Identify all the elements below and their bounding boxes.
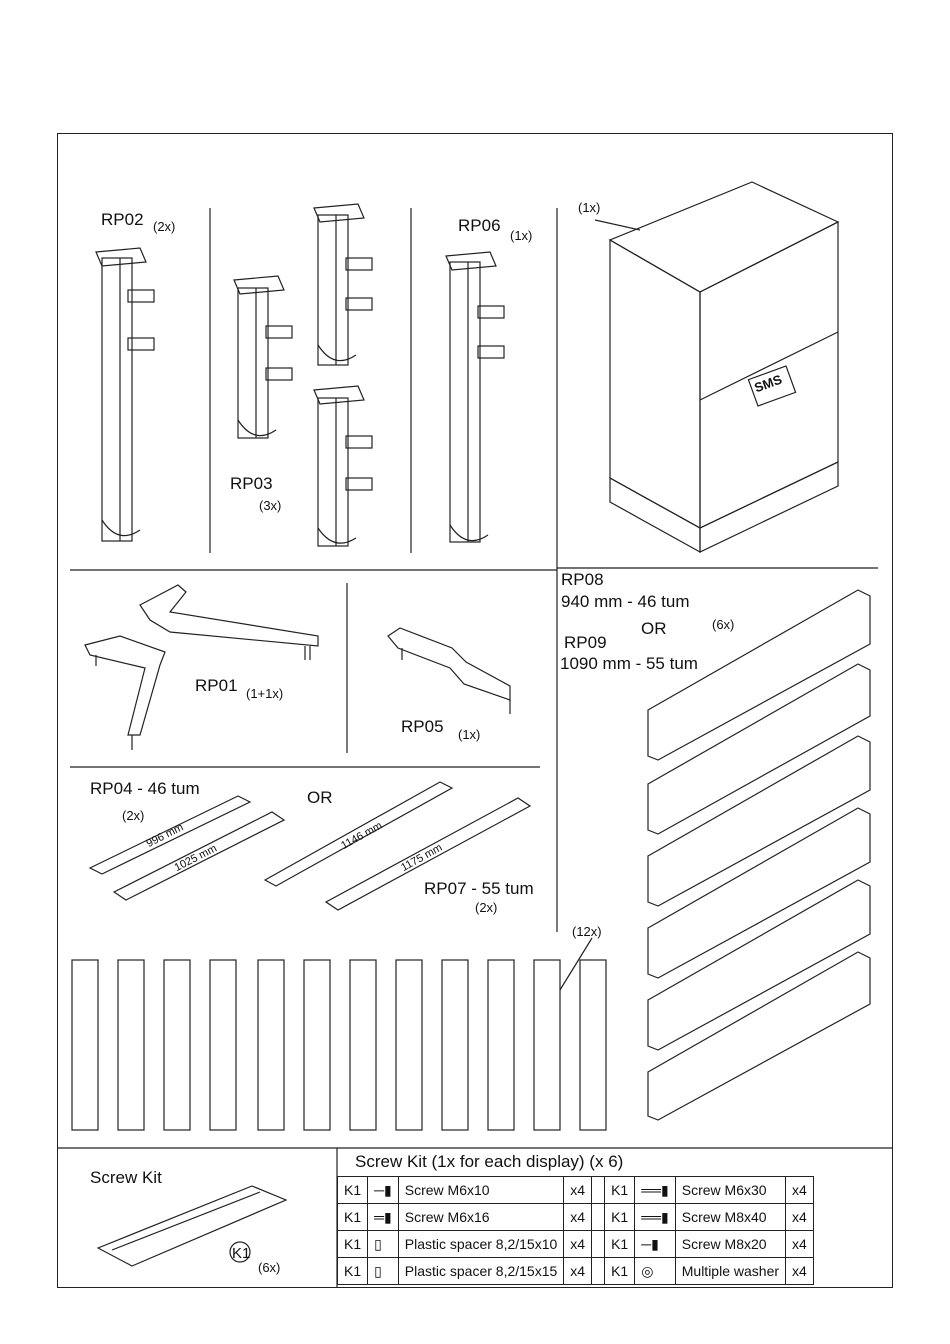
rp01-qty: (1+1x) (246, 686, 284, 701)
kit-item-qty: x4 (785, 1230, 814, 1258)
rp02-qty: (2x) (153, 219, 176, 234)
kit-row: K1 ═▮ Screw M6x16 x4 K1 ══▮ Screw M8x40 … (336, 1203, 814, 1231)
kit-row: K1 ▯ Plastic spacer 8,2/15x10 x4 K1 ─▮ S… (336, 1230, 814, 1258)
rp03-column (313, 385, 373, 547)
screw-short-icon: ─▮ (367, 1176, 399, 1204)
screw-long-icon: ══▮ (634, 1176, 676, 1204)
kit-code: K1 (604, 1230, 636, 1258)
kit-table: K1 ─▮ Screw M6x10 x4 K1 ══▮ Screw M6x30 … (336, 1176, 814, 1285)
kit-item-qty: x4 (563, 1230, 593, 1258)
screw-kit-label: Screw Kit (90, 1168, 162, 1187)
rp02-column (95, 247, 155, 542)
kit-code: K1 (336, 1176, 369, 1204)
kit-item-name: Screw M8x40 (674, 1203, 787, 1231)
rp07-qty: (2x) (475, 900, 498, 915)
crate-qty: (1x) (578, 200, 601, 215)
spacer-icon: ▯ (367, 1257, 399, 1285)
kit-row: K1 ─▮ Screw M6x10 x4 K1 ══▮ Screw M6x30 … (336, 1176, 814, 1204)
rp08-label: RP08 (561, 570, 604, 589)
kit-code: K1 (604, 1176, 636, 1204)
rp03-column (233, 275, 293, 439)
kit-table-title: Screw Kit (1x for each display) (x 6) (355, 1152, 624, 1171)
kit-row: K1 ▯ Plastic spacer 8,2/15x15 x4 K1 ◎ Mu… (336, 1257, 814, 1285)
rp09-label: RP09 (564, 633, 607, 652)
rp09-size: 1090 mm - 55 tum (560, 654, 698, 673)
screw-kit-callout: K1 (232, 1245, 251, 1262)
rp08-size: 940 mm - 46 tum (561, 592, 690, 611)
kit-item-name: Screw M6x30 (674, 1176, 787, 1204)
rp03-qty: (3x) (259, 498, 282, 513)
rp06-qty: (1x) (510, 228, 533, 243)
brackets-qty: (12x) (572, 924, 602, 939)
kit-item-name: Screw M6x10 (397, 1176, 565, 1204)
kit-item-name: Plastic spacer 8,2/15x10 (397, 1230, 565, 1258)
bracket-row (71, 937, 607, 1131)
rp07-label: RP07 - 55 tum (424, 879, 534, 898)
rp04-qty: (2x) (122, 808, 145, 823)
rp04-rail (88, 795, 286, 901)
rp08-or: OR (641, 619, 667, 638)
crossbeam-stack (647, 589, 871, 1121)
kit-item-qty: x4 (563, 1257, 593, 1285)
rp05-plate (387, 627, 511, 714)
screw-short-icon: ─▮ (634, 1230, 676, 1258)
kit-item-qty: x4 (563, 1176, 593, 1204)
kit-code: K1 (336, 1230, 369, 1258)
kit-spacer (591, 1176, 606, 1204)
spacer-icon: ▯ (367, 1230, 399, 1258)
rp01-label: RP01 (195, 676, 238, 695)
rp05-qty: (1x) (458, 727, 481, 742)
rp06-column (445, 251, 505, 543)
kit-item-qty: x4 (785, 1257, 814, 1285)
rp07-rail (263, 781, 532, 911)
kit-item-name: Plastic spacer 8,2/15x15 (397, 1257, 565, 1285)
kit-code: K1 (604, 1257, 636, 1285)
bolt-icon: ═▮ (367, 1203, 399, 1231)
kit-item-qty: x4 (785, 1203, 814, 1231)
rp04-label: RP04 - 46 tum (90, 779, 200, 798)
kit-item-name: Multiple washer (674, 1257, 787, 1285)
kit-code: K1 (336, 1257, 369, 1285)
kit-spacer (591, 1203, 606, 1231)
kit-item-name: Screw M6x16 (397, 1203, 565, 1231)
kit-item-name: Screw M8x20 (674, 1230, 787, 1258)
kit-code: K1 (336, 1203, 369, 1231)
kit-code: K1 (604, 1203, 636, 1231)
rp01-foot (84, 584, 319, 750)
screw-long-icon: ══▮ (634, 1203, 676, 1231)
shipping-crate (594, 181, 840, 554)
rp03-column (313, 203, 373, 366)
screw-kit-tray (96, 1185, 288, 1267)
washer-icon: ◎ (634, 1257, 676, 1285)
screw-kit-qty: (6x) (258, 1260, 281, 1275)
kit-item-qty: x4 (563, 1203, 593, 1231)
rp05-label: RP05 (401, 717, 444, 736)
rp03-label: RP03 (230, 474, 273, 493)
rp06-label: RP06 (458, 216, 501, 235)
rp04-or: OR (307, 788, 333, 807)
kit-item-qty: x4 (785, 1176, 814, 1204)
kit-spacer (591, 1257, 606, 1285)
parts-sheet (57, 133, 893, 1288)
rp02-label: RP02 (101, 210, 144, 229)
kit-spacer (591, 1230, 606, 1258)
crossbeam-qty: (6x) (712, 617, 735, 632)
